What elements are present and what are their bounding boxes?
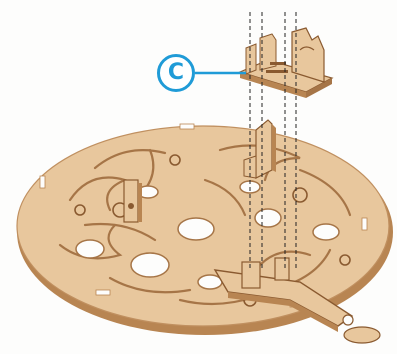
left-post-piece — [124, 180, 142, 222]
part-c-assembly — [240, 28, 332, 98]
callout-c-badge: C — [157, 54, 195, 92]
base-disc — [17, 124, 393, 335]
callout-c-label: C — [168, 62, 184, 84]
